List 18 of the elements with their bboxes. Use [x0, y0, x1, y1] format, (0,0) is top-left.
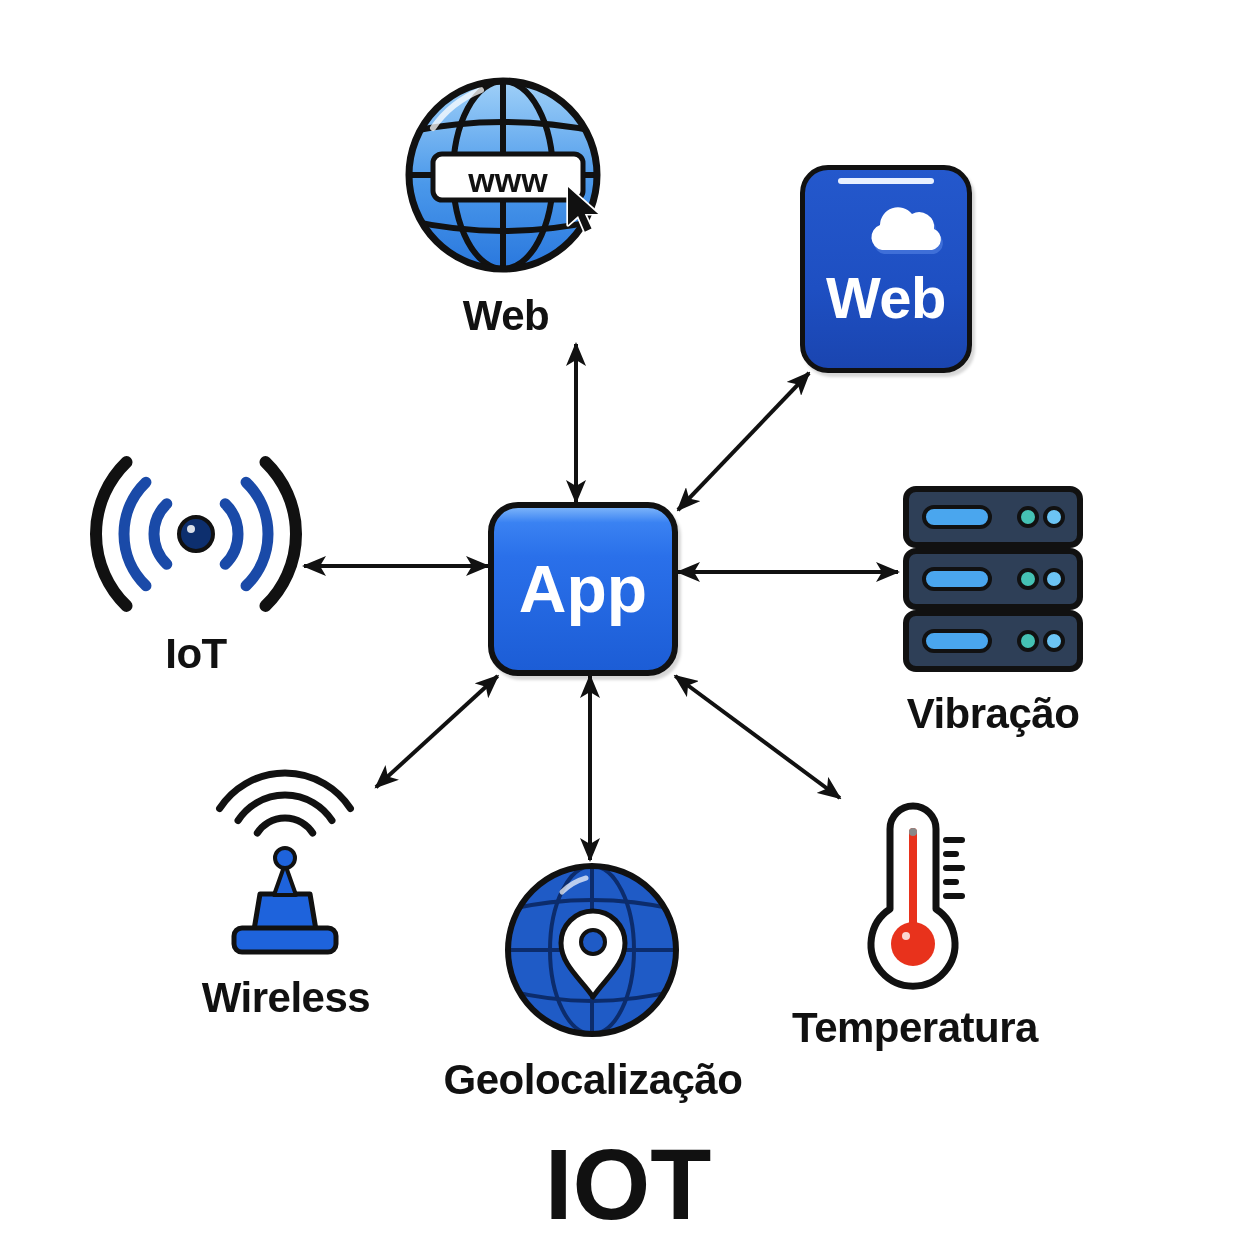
arrow	[566, 342, 586, 504]
node-label: Geolocalização	[443, 1056, 743, 1104]
node-label: Web	[462, 292, 550, 340]
diagram-title: IOT	[544, 1128, 712, 1240]
arrow	[676, 371, 811, 512]
arrow	[374, 674, 500, 789]
arrow	[673, 674, 842, 800]
tile-label: Web	[826, 266, 946, 330]
web-tile	[800, 165, 972, 373]
url-text: www	[468, 161, 548, 199]
arrow	[580, 674, 600, 862]
arrow	[676, 562, 900, 582]
node-label: Wireless	[201, 974, 371, 1022]
arrow	[302, 556, 490, 576]
node-label: Temperatura	[792, 1004, 1038, 1052]
app-tile: App	[488, 502, 678, 676]
node-label: Vibração	[906, 690, 1080, 738]
node-label: IoT	[165, 630, 227, 678]
